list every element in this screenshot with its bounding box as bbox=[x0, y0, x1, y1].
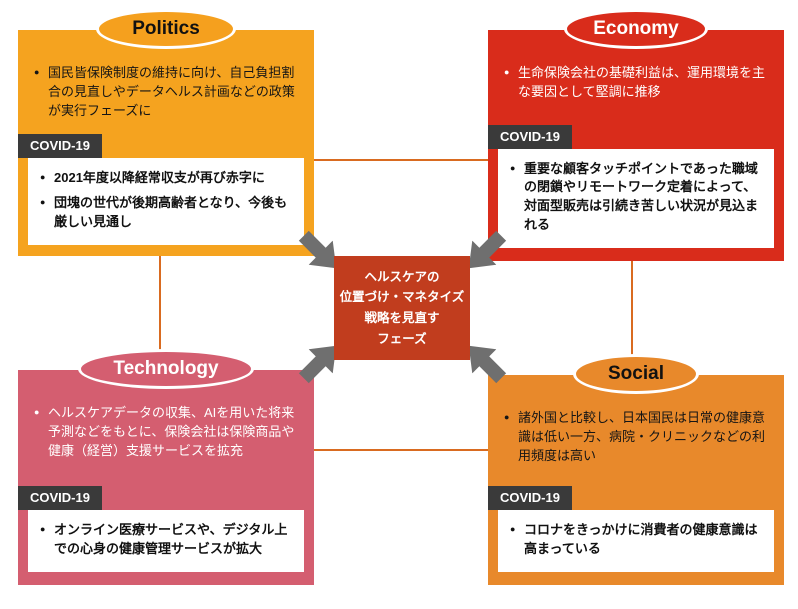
social-covid-bullet: コロナをきっかけに消費者の健康意識は高まっている bbox=[510, 521, 762, 559]
economy-covid-bullet: 重要な顧客タッチポイントであった職域の閉鎖やリモートワーク定着によって、対面型販… bbox=[510, 160, 762, 235]
technology-covid-section: COVID-19 オンライン医療サービスや、デジタル上での心身の健康管理サービス… bbox=[18, 486, 314, 585]
arrow-top-right-icon bbox=[457, 224, 514, 281]
arrow-bottom-right-icon bbox=[457, 334, 514, 391]
connector-line-top bbox=[314, 159, 488, 161]
social-badge: Social bbox=[573, 354, 699, 394]
economy-quadrant: Economy 生命保険会社の基礎利益は、運用環境を主な要因として堅調に推移 C… bbox=[488, 9, 784, 261]
politics-quadrant: Politics 国民皆保険制度の維持に向け、自己負担割合の見直しやデータヘルス… bbox=[18, 9, 314, 259]
center-conclusion-box: ヘルスケアの 位置づけ・マネタイズ 戦略を見直す フェーズ bbox=[334, 256, 470, 360]
technology-covid-box: オンライン医療サービスや、デジタル上での心身の健康管理サービスが拡大 bbox=[28, 510, 304, 572]
politics-covid-section: COVID-19 2021年度以降経常収支が再び赤字に 団塊の世代が後期高齢者と… bbox=[18, 133, 314, 259]
politics-covid-bullet: 団塊の世代が後期高齢者となり、今後も厳しい見通し bbox=[40, 194, 292, 232]
social-quadrant: Social 諸外国と比較し、日本国民は日常の健康意識は低い一方、病院・クリニッ… bbox=[488, 354, 784, 585]
politics-covid-box: 2021年度以降経常収支が再び赤字に 団塊の世代が後期高齢者となり、今後も厳しい… bbox=[28, 157, 304, 246]
arrow-bottom-left-icon bbox=[292, 334, 349, 391]
center-text-line: ヘルスケアの bbox=[364, 269, 440, 284]
center-text-line: 位置づけ・マネタイズ bbox=[339, 290, 465, 305]
technology-covid-bullet: オンライン医療サービスや、デジタル上での心身の健康管理サービスが拡大 bbox=[40, 521, 292, 559]
economy-bullet: 生命保険会社の基礎利益は、運用環境を主な要因として堅調に推移 bbox=[504, 64, 769, 102]
arrow-top-left-icon bbox=[292, 224, 349, 281]
technology-badge: Technology bbox=[78, 349, 254, 389]
politics-covid-bullet: 2021年度以降経常収支が再び赤字に bbox=[40, 169, 292, 188]
politics-body: 国民皆保険制度の維持に向け、自己負担割合の見直しやデータヘルス計画などの政策が実… bbox=[18, 30, 314, 134]
connector-line-left bbox=[159, 256, 161, 370]
economy-covid-section: COVID-19 重要な顧客タッチポイントであった職域の閉鎖やリモートワーク定着… bbox=[488, 124, 784, 261]
social-title: Social bbox=[608, 363, 664, 384]
technology-quadrant: Technology ヘルスケアデータの収集、AIを用いた将来予測などをもとに、… bbox=[18, 349, 314, 585]
social-body: 諸外国と比較し、日本国民は日常の健康意識は低い一方、病院・クリニックなどの利用頻… bbox=[488, 375, 784, 486]
covid-tag: COVID-19 bbox=[488, 124, 572, 149]
social-covid-box: コロナをきっかけに消費者の健康意識は高まっている bbox=[498, 510, 774, 572]
technology-bullet: ヘルスケアデータの収集、AIを用いた将来予測などをもとに、保険会社は保険商品や健… bbox=[34, 404, 299, 461]
technology-title: Technology bbox=[113, 358, 219, 379]
social-covid-section: COVID-19 コロナをきっかけに消費者の健康意識は高まっている bbox=[488, 486, 784, 585]
covid-tag: COVID-19 bbox=[18, 133, 102, 158]
covid-tag: COVID-19 bbox=[18, 486, 102, 511]
covid-tag: COVID-19 bbox=[488, 486, 572, 511]
politics-badge: Politics bbox=[96, 9, 236, 49]
economy-covid-box: 重要な顧客タッチポイントであった職域の閉鎖やリモートワーク定着によって、対面型販… bbox=[498, 148, 774, 248]
technology-body: ヘルスケアデータの収集、AIを用いた将来予測などをもとに、保険会社は保険商品や健… bbox=[18, 370, 314, 486]
connector-line-right bbox=[631, 261, 633, 375]
connector-line-bottom bbox=[314, 449, 488, 451]
social-bullet: 諸外国と比較し、日本国民は日常の健康意識は低い一方、病院・クリニックなどの利用頻… bbox=[504, 409, 769, 466]
center-text-line: フェーズ bbox=[377, 331, 427, 346]
economy-body: 生命保険会社の基礎利益は、運用環境を主な要因として堅調に推移 bbox=[488, 30, 784, 125]
center-text-line: 戦略を見直す bbox=[364, 311, 440, 325]
politics-bullet: 国民皆保険制度の維持に向け、自己負担割合の見直しやデータヘルス計画などの政策が実… bbox=[34, 64, 299, 121]
economy-title: Economy bbox=[593, 18, 679, 39]
politics-title: Politics bbox=[132, 18, 200, 39]
economy-badge: Economy bbox=[564, 9, 708, 49]
